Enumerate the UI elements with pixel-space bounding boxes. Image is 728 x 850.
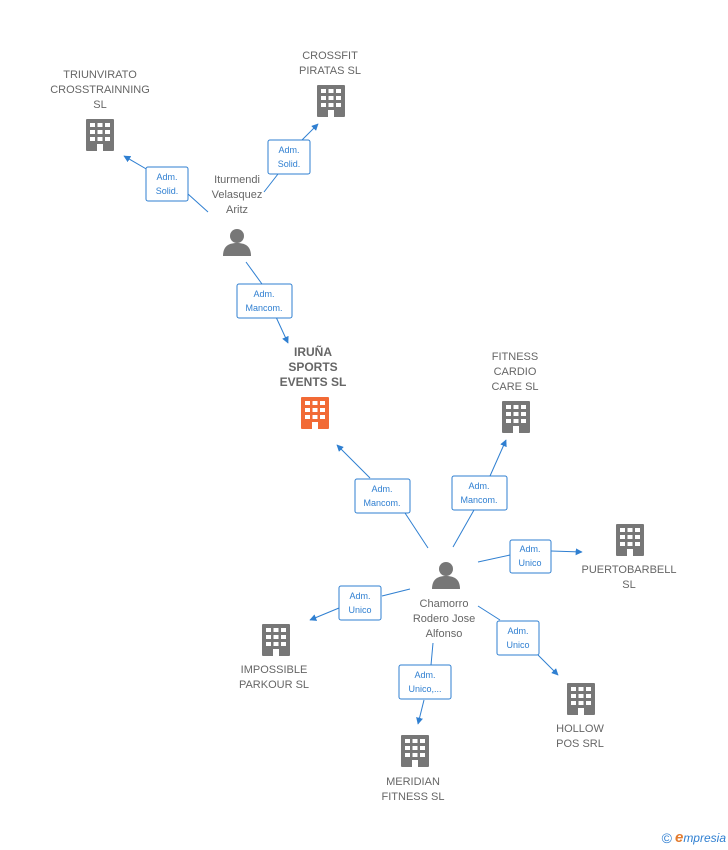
edge-iturmendi-crossfit bbox=[263, 124, 318, 193]
node-label-line3: Alfonso bbox=[426, 628, 463, 640]
node-label-line1: IRUÑA bbox=[294, 344, 332, 359]
copyright-icon: © bbox=[661, 829, 672, 846]
relation-box-iturmendi-triunvirato[interactable]: Adm. Solid. bbox=[145, 166, 189, 202]
footer-brand[interactable]: © empresia bbox=[662, 829, 726, 846]
node-label-line2: SPORTS bbox=[288, 360, 337, 374]
node-label-line2: CROSSTRAINNING bbox=[50, 84, 150, 96]
node-label-line2: FITNESS SL bbox=[382, 791, 445, 803]
node-label-line1: HOLLOW bbox=[556, 723, 604, 735]
relation-label-line2: Mancom. bbox=[363, 498, 400, 508]
brand-logo: empresia bbox=[674, 829, 726, 846]
node-label-line1: TRIUNVIRATO bbox=[63, 69, 137, 81]
node-label-line2: Velasquez bbox=[212, 189, 263, 201]
relation-label-line2: Unico bbox=[506, 640, 529, 650]
node-crossfit-piratas[interactable]: CROSSFIT PIRATAS SL bbox=[299, 50, 361, 117]
node-chamorro-rodero-jose-alfonso[interactable]: Chamorro Rodero Jose Alfonso bbox=[413, 562, 475, 640]
node-impossible-parkour[interactable]: IMPOSSIBLE PARKOUR SL bbox=[239, 624, 309, 691]
relation-label-line1: Adm. bbox=[468, 481, 489, 491]
edge-iturmendi-iruna bbox=[245, 261, 288, 343]
node-puertobarbell[interactable]: PUERTOBARBELL SL bbox=[582, 524, 677, 591]
relation-box-chamorro-meridian[interactable]: Adm. Unico,... bbox=[398, 664, 452, 700]
relation-label-line1: Adm. bbox=[278, 145, 299, 155]
node-label-line2: SL bbox=[622, 579, 635, 591]
node-label-line3: CARE SL bbox=[491, 381, 538, 393]
building-icon bbox=[317, 85, 345, 117]
relation-label-line2: Mancom. bbox=[460, 495, 497, 505]
node-label-line2: Rodero Jose bbox=[413, 613, 475, 625]
node-label-line3: Aritz bbox=[226, 204, 248, 216]
relation-label-line2: Solid. bbox=[156, 186, 179, 196]
relation-box-chamorro-iruna[interactable]: Adm. Mancom. bbox=[354, 478, 411, 514]
building-icon bbox=[401, 735, 429, 767]
building-icon bbox=[86, 119, 114, 151]
building-icon bbox=[502, 401, 530, 433]
node-fitness-cardio-care[interactable]: FITNESS CARDIO CARE SL bbox=[491, 351, 539, 433]
relation-label-line1: Adm. bbox=[519, 544, 540, 554]
node-label-line2: CARDIO bbox=[494, 366, 537, 378]
node-iturmendi-velasquez-aritz[interactable]: Iturmendi Velasquez Aritz bbox=[212, 174, 263, 256]
node-label-line1: MERIDIAN bbox=[386, 776, 440, 788]
relation-box-chamorro-puertobarbell[interactable]: Adm. Unico bbox=[509, 539, 552, 574]
building-icon bbox=[301, 397, 329, 429]
node-label-line2: PIRATAS SL bbox=[299, 65, 361, 77]
node-label-line3: EVENTS SL bbox=[280, 375, 347, 389]
node-label-line1: CROSSFIT bbox=[302, 50, 358, 62]
building-icon bbox=[262, 624, 290, 656]
person-icon bbox=[432, 562, 460, 589]
relation-box-iturmendi-crossfit[interactable]: Adm. Solid. bbox=[267, 139, 311, 175]
edge-chamorro-iruna bbox=[337, 445, 429, 549]
edge-chamorro-meridian bbox=[418, 642, 434, 724]
node-label-line2: POS SRL bbox=[556, 738, 604, 750]
building-icon bbox=[567, 683, 595, 715]
node-label-line1: Chamorro bbox=[420, 598, 469, 610]
edge-chamorro-impossible bbox=[310, 588, 411, 620]
relation-label-line2: Unico bbox=[518, 558, 541, 568]
relation-box-iturmendi-iruna[interactable]: Adm. Mancom. bbox=[236, 283, 293, 319]
relation-label-line2: Unico bbox=[348, 605, 371, 615]
relation-label-line1: Adm. bbox=[156, 172, 177, 182]
edge-chamorro-fitness-cardio bbox=[452, 440, 506, 548]
node-iruna-sports-events[interactable]: IRUÑA SPORTS EVENTS SL bbox=[280, 344, 347, 429]
node-label-line1: FITNESS bbox=[492, 351, 538, 363]
relation-label-line2: Mancom. bbox=[245, 303, 282, 313]
relation-label-line1: Adm. bbox=[507, 626, 528, 636]
relation-box-chamorro-impossible[interactable]: Adm. Unico bbox=[338, 585, 382, 621]
node-triunvirato-crosstrainning[interactable]: TRIUNVIRATO CROSSTRAINNING SL bbox=[50, 69, 150, 151]
relation-label-line1: Adm. bbox=[253, 289, 274, 299]
node-hollow-pos[interactable]: HOLLOW POS SRL bbox=[556, 683, 604, 750]
node-label-line1: IMPOSSIBLE bbox=[241, 664, 308, 676]
relation-box-chamorro-fitness-cardio[interactable]: Adm. Mancom. bbox=[451, 475, 508, 511]
relation-label-line1: Adm. bbox=[371, 484, 392, 494]
edge-chamorro-puertobarbell bbox=[477, 551, 582, 563]
relation-label-line1: Adm. bbox=[349, 591, 370, 601]
node-label-line2: PARKOUR SL bbox=[239, 679, 309, 691]
node-label-line1: PUERTOBARBELL bbox=[582, 564, 677, 576]
node-label-line3: SL bbox=[93, 99, 106, 111]
edge-chamorro-hollow bbox=[477, 605, 558, 675]
relation-label-line2: Solid. bbox=[278, 159, 301, 169]
building-icon bbox=[616, 524, 644, 556]
person-icon bbox=[223, 229, 251, 256]
relation-label-line1: Adm. bbox=[414, 670, 435, 680]
relation-box-chamorro-hollow[interactable]: Adm. Unico bbox=[496, 620, 540, 656]
node-label-line1: Iturmendi bbox=[214, 174, 260, 186]
node-meridian-fitness[interactable]: MERIDIAN FITNESS SL bbox=[382, 735, 445, 803]
relation-label-line2: Unico,... bbox=[408, 684, 441, 694]
